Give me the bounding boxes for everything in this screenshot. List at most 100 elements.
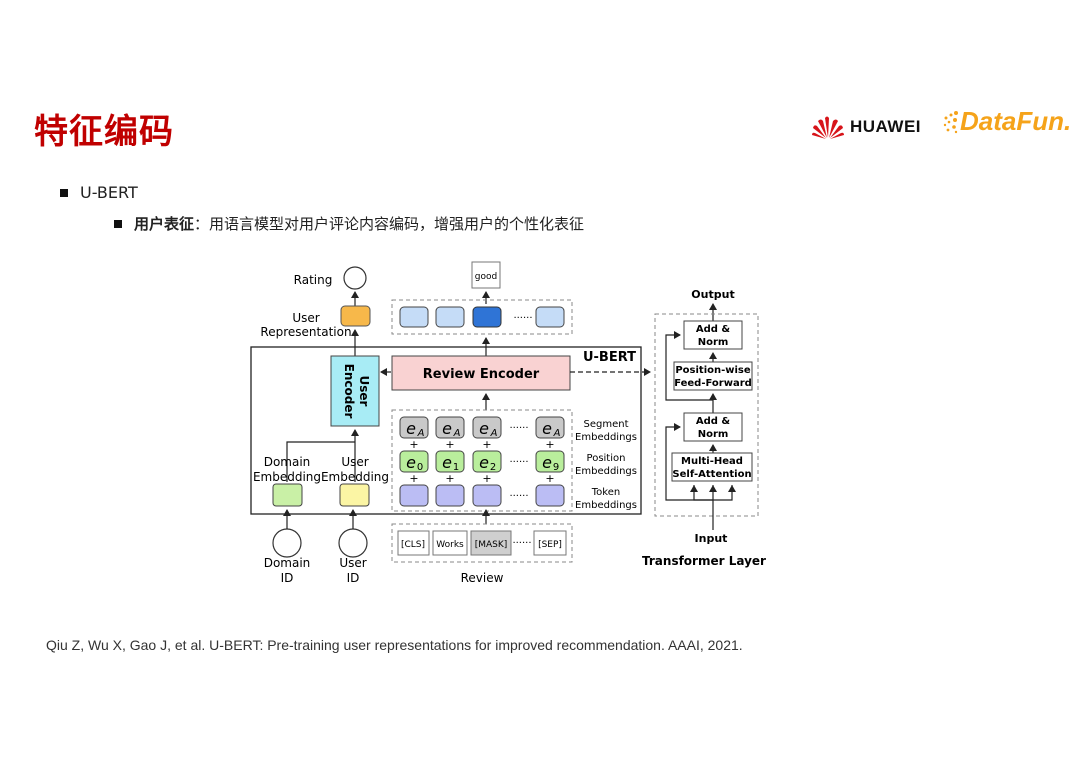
- square-bullet-icon: [114, 219, 122, 228]
- add-norm-top-box: [683, 320, 743, 350]
- domain-id-node: [272, 528, 302, 558]
- user-id-node: [338, 528, 368, 558]
- segment-label-1: Segment: [584, 419, 629, 430]
- token-label-2: Embeddings: [575, 500, 637, 511]
- bullet-level2-bold: 用户表征: [134, 215, 195, 233]
- position-dots: ······: [509, 457, 528, 468]
- page-title: 特征编码: [34, 112, 174, 152]
- good-box: [471, 261, 501, 289]
- output-embeddings-group: [391, 299, 573, 335]
- token-emb-0: [399, 484, 429, 507]
- add-norm-bottom-box: [683, 412, 743, 442]
- residual-mha-arrow: [665, 423, 713, 501]
- review-tokens-group: [391, 523, 573, 563]
- plus-sign: +: [409, 472, 418, 485]
- domain-emb-label-1: Domain: [264, 455, 311, 469]
- position-sub-1: 1: [453, 462, 459, 473]
- transformer-layer-group: [654, 313, 759, 517]
- segment-emb-1: [435, 416, 465, 439]
- domain-emb-label-2: Embedding: [253, 470, 321, 484]
- datafun-dots-icon: [943, 110, 958, 133]
- bullet-level1: U-BERT: [60, 183, 138, 202]
- residual-ffn-arrow: [665, 331, 713, 401]
- domain-emb-connector: [286, 441, 355, 482]
- token-box-sep: [533, 530, 567, 556]
- position-e-2: e: [479, 453, 489, 472]
- review-label: Review: [461, 571, 504, 585]
- segment-sub-3: A: [553, 428, 561, 439]
- user-id-label-1: User: [339, 556, 366, 570]
- mha-label-1: Multi-Head: [681, 456, 743, 467]
- user-emb-label-1: User: [341, 455, 368, 469]
- add-norm-bottom-1: Add &: [696, 416, 731, 427]
- position-emb-2: [472, 450, 502, 473]
- segment-emb-0: [399, 416, 429, 439]
- segment-row: e A e A e A ······ e A: [399, 416, 565, 439]
- segment-sub-2: A: [490, 428, 498, 439]
- output-dots: ······: [513, 313, 532, 324]
- output-emb-1: [435, 306, 465, 328]
- plus-sign: +: [545, 438, 554, 451]
- token-works: Works: [436, 540, 464, 550]
- output-emb-0: [399, 306, 429, 328]
- review-encoder-label: Review Encoder: [423, 367, 540, 382]
- good-label: good: [475, 272, 497, 282]
- ubert-label: U-BERT: [583, 350, 636, 365]
- datafun-logo: DataFun.: [942, 106, 1071, 137]
- datafun-logo-text: DataFun.: [960, 106, 1072, 136]
- plus-sign: +: [482, 438, 491, 451]
- ffn-label-2: Feed-Forward: [674, 378, 752, 389]
- huawei-flower-icon: [812, 116, 844, 139]
- token-sep: [SEP]: [538, 540, 562, 550]
- token-label-1: Token: [591, 487, 620, 498]
- position-row: e 0 e 1 e 2 ······ e 9: [399, 450, 565, 473]
- token-box-works: [432, 530, 468, 556]
- mha-box: [671, 452, 753, 482]
- token-cls: [CLS]: [401, 540, 425, 550]
- segment-emb-2: [472, 416, 502, 439]
- rating-label: Rating: [294, 273, 333, 287]
- segment-label-2: Embeddings: [575, 432, 637, 443]
- position-label-2: Embeddings: [575, 466, 637, 477]
- bullet-level2: 用户表征 ：用语言模型对用户评论内容编码，增强用户的个性化表征: [114, 213, 584, 234]
- add-norm-top-1: Add &: [696, 324, 731, 335]
- segment-dots: ······: [509, 423, 528, 434]
- ubert-box: [250, 346, 642, 515]
- position-sub-3: 9: [553, 462, 559, 473]
- transformer-layer-label: Transformer Layer: [642, 554, 766, 568]
- user-encoder-label-2: Encoder: [342, 364, 356, 419]
- token-mask: [MASK]: [475, 540, 508, 550]
- add-norm-bottom-2: Norm: [698, 429, 729, 440]
- output-emb-2: [472, 306, 502, 328]
- plus-sign: +: [409, 438, 418, 451]
- position-emb-3: [535, 450, 565, 473]
- user-rep-label-2: Representation: [260, 325, 351, 339]
- segment-e-2: e: [479, 419, 489, 438]
- ffn-label-1: Position-wise: [675, 365, 751, 376]
- token-emb-3: [535, 484, 565, 507]
- segment-e-1: e: [442, 419, 452, 438]
- domain-id-label-2: ID: [281, 571, 294, 585]
- bullet-level1-text: U-BERT: [80, 183, 138, 202]
- tokens-dots: ······: [512, 538, 531, 549]
- token-emb-2: [472, 484, 502, 507]
- segment-emb-3: [535, 416, 565, 439]
- output-emb-3: [535, 306, 565, 328]
- rating-node: [343, 266, 367, 290]
- user-emb-label-2: Embedding: [321, 470, 389, 484]
- review-encoder-box: [391, 355, 571, 391]
- bullet-level2-text: ：用语言模型对用户评论内容编码，增强用户的个性化表征: [194, 215, 585, 233]
- user-encoder-label-1: User: [357, 376, 371, 407]
- huawei-logo: HUAWEI: [812, 114, 921, 140]
- domain-embedding-box: [272, 483, 303, 507]
- token-dots: ······: [509, 491, 528, 502]
- plus-sign: +: [482, 472, 491, 485]
- user-id-label-2: ID: [347, 571, 360, 585]
- position-emb-0: [399, 450, 429, 473]
- position-e-3: e: [542, 453, 552, 472]
- token-box-mask: [470, 530, 512, 556]
- add-norm-top-2: Norm: [698, 337, 729, 348]
- input-branch-lines: [693, 485, 733, 530]
- citation: Qiu Z, Wu X, Gao J, et al. U-BERT: Pre-t…: [46, 637, 743, 653]
- user-encoder-box: [330, 355, 380, 427]
